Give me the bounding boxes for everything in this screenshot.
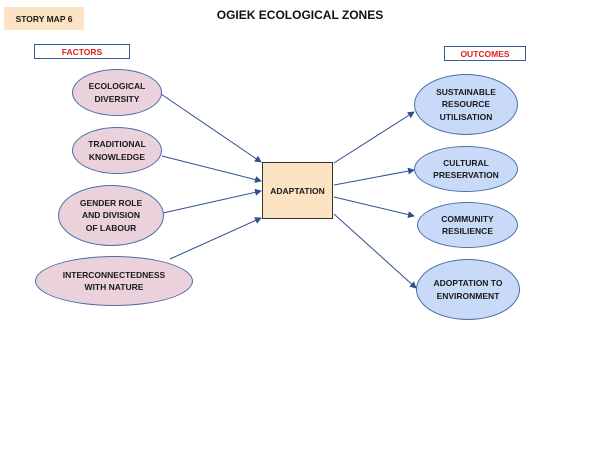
story-map-tag: STORY MAP 6 xyxy=(4,7,84,30)
factor-interconnectedness: INTERCONNECTEDNESS WITH NATURE xyxy=(35,256,193,306)
arrow-gender-role xyxy=(162,188,262,214)
factors-header: FACTORS xyxy=(34,44,130,59)
arrow-to-community-resilience xyxy=(333,196,415,219)
arrow-traditional-knowledge xyxy=(161,155,262,183)
arrow-to-cultural-preservation xyxy=(333,167,415,186)
adaptation-box: ADAPTATION xyxy=(262,162,333,219)
outcome-sustainable-resource-utilisation: SUSTAINABLE RESOURCE UTILISATION xyxy=(414,74,518,135)
outcome-community-resilience: COMMUNITY RESILIENCE xyxy=(417,202,518,248)
arrow-ecological-diversity xyxy=(160,93,262,163)
outcome-cultural-preservation: CULTURAL PRESERVATION xyxy=(414,146,518,192)
arrow-to-adaptation-environment xyxy=(333,213,417,289)
outcomes-header: OUTCOMES xyxy=(444,46,526,61)
outcome-adoptation-to-environment: ADOPTATION TO ENVIRONMENT xyxy=(416,259,520,320)
factor-traditional-knowledge: TRADITIONAL KNOWLEDGE xyxy=(72,127,162,174)
factor-ecological-diversity: ECOLOGICAL DIVERSITY xyxy=(72,69,162,116)
arrow-interconnectedness xyxy=(169,217,262,260)
diagram-title: OGIEK ECOLOGICAL ZONES xyxy=(216,8,384,22)
arrow-to-sustainable-resource xyxy=(333,111,415,164)
factor-gender-role: GENDER ROLE AND DIVISION OF LABOUR xyxy=(58,185,164,246)
